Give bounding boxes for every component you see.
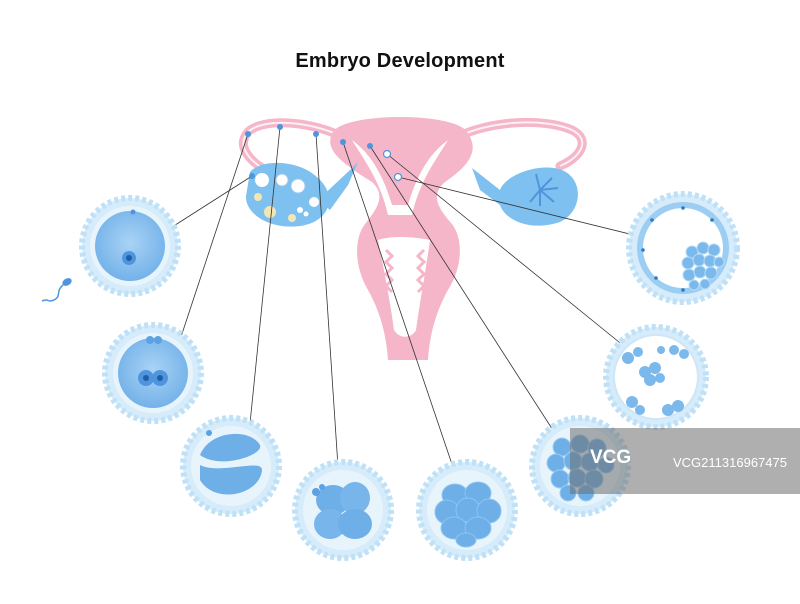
stage-early-blastocyst [603,324,709,430]
diagram-title: Embryo Development [295,50,505,72]
left-ovary [245,162,358,227]
watermark-logo: VCG [590,447,632,468]
watermark-banner [570,428,800,494]
stage-two-cell [180,415,282,517]
leader-dots [245,124,403,182]
stage-eight-cell [416,459,518,561]
stage-zygote [102,322,204,424]
stage-oocyte [79,195,181,297]
watermark-text: VCG21131696​7475 [673,455,787,470]
stage-four-cell [292,459,394,561]
vagina-folds [383,248,427,294]
right-ovary [472,167,578,226]
stage-blastocyst [626,191,740,305]
fallopian-tube-inner-lines [242,121,584,169]
cervix [378,237,430,337]
sperm-icon [41,278,72,302]
